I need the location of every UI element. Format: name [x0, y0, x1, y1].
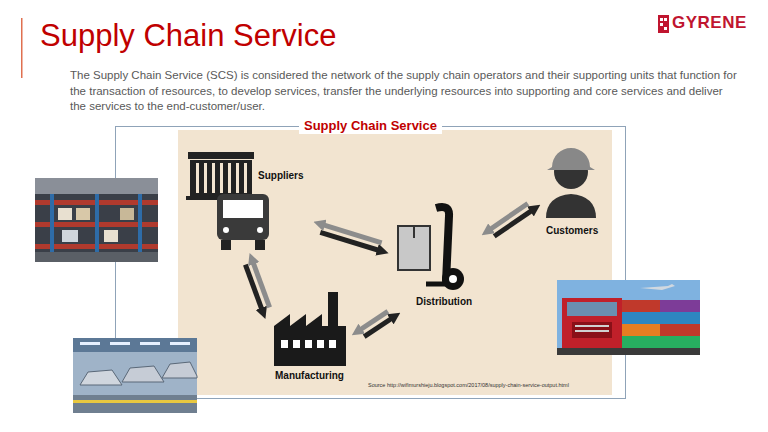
logo-text: GYRENE: [672, 13, 747, 33]
arrow-shaft: [253, 262, 270, 308]
distribution-node: Distribution: [392, 203, 482, 308]
truck-containers-photo: [557, 280, 700, 355]
accent-line: [21, 18, 23, 78]
logo-icon: [658, 15, 669, 33]
warehouse-photo: [35, 178, 158, 262]
hand-truck-icon: [398, 207, 464, 290]
frame-heading: Supply Chain Service: [299, 118, 442, 134]
arrow-shaft: [490, 204, 528, 230]
source-note: Source http://wifimurshieju.blogspot.com…: [368, 382, 569, 388]
customers-node: Customers: [540, 138, 604, 238]
frame-box: Supply Chain ServiceSuppliersCustomersDi…: [115, 126, 625, 398]
slide-title: Supply Chain Service: [40, 17, 336, 55]
building-icon: [186, 152, 256, 200]
flow-arrow: [320, 225, 381, 251]
flow-arrow: [245, 262, 269, 310]
car-factory-photo: [73, 338, 197, 413]
customer-icon: [546, 148, 596, 218]
suppliers-node: Suppliers: [185, 150, 310, 252]
node-label: Manufacturing: [275, 370, 344, 382]
arrow-shaft: [360, 311, 388, 330]
flow-arrow: [490, 204, 533, 237]
arrow-shaft: [364, 318, 392, 337]
manufacturing-node: Manufacturing: [270, 283, 352, 383]
description-text: The Supply Chain Service (SCS) is consid…: [70, 68, 738, 115]
flow-arrow: [360, 311, 393, 336]
factory-icon: [274, 292, 346, 366]
node-label: Suppliers: [258, 170, 304, 182]
node-label: Customers: [546, 225, 598, 237]
node-label: Distribution: [416, 296, 472, 308]
arrow-shaft: [323, 225, 382, 243]
truck-icon: [217, 194, 269, 250]
